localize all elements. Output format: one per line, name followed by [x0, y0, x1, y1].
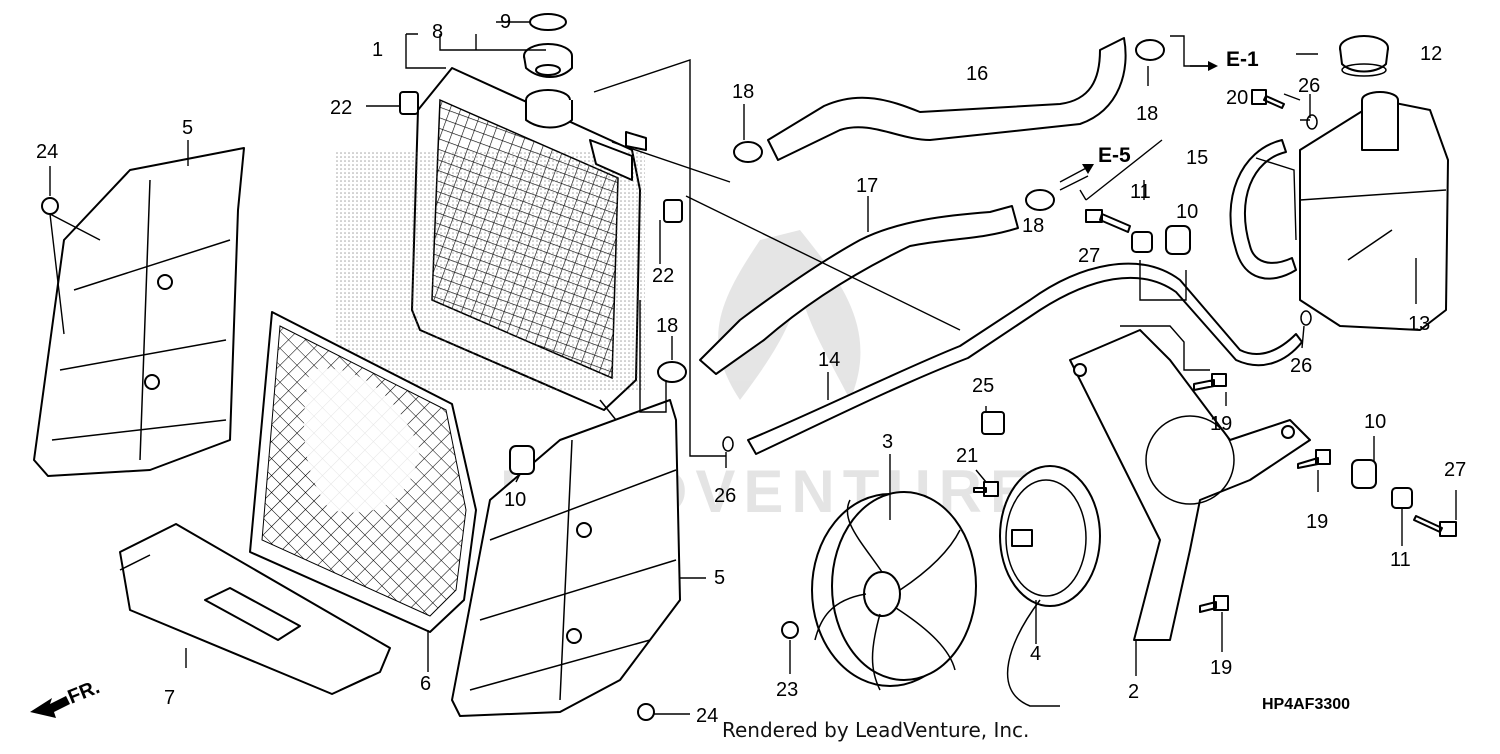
callout-10-c: 10	[1364, 411, 1386, 433]
callout-22-b: 22	[652, 265, 674, 287]
hose-clip-26-b[interactable]	[1306, 114, 1318, 130]
callout-26-c: 26	[1290, 355, 1312, 377]
collar-11-b[interactable]	[1391, 487, 1413, 509]
fan-bracket[interactable]	[1069, 329, 1311, 641]
reserve-tank[interactable]	[1299, 91, 1449, 331]
bolt-19-c[interactable]	[1199, 595, 1229, 613]
grommet-10-b[interactable]	[1165, 225, 1191, 255]
side-cover-right[interactable]	[451, 399, 681, 717]
nut-23[interactable]	[781, 621, 799, 639]
lower-hose[interactable]	[699, 205, 1019, 375]
callout-18-b: 18	[1136, 103, 1158, 125]
callout-8: 8	[432, 21, 443, 43]
clamp-18-a[interactable]	[733, 141, 763, 163]
bolt-20[interactable]	[1251, 89, 1285, 109]
callout-26-b: 26	[1298, 75, 1320, 97]
bolt-27-b[interactable]	[1413, 515, 1457, 537]
callout-18-d: 18	[656, 315, 678, 337]
side-cover-left[interactable]	[33, 147, 245, 477]
callout-4: 4	[1030, 643, 1041, 665]
reference-e5-label: E-5	[1098, 144, 1131, 167]
clip-22-a[interactable]	[399, 91, 419, 115]
callout-11-a: 11	[1130, 181, 1151, 203]
callout-18-c: 18	[1022, 215, 1044, 237]
reference-e1-label: E-1	[1226, 48, 1259, 71]
callout-23: 23	[776, 679, 798, 701]
front-arrow-icon: FR.	[30, 676, 103, 718]
radiator-assembly[interactable]	[335, 67, 647, 421]
callout-6: 6	[420, 673, 431, 695]
callout-20: 20	[1226, 87, 1248, 109]
reference-e5[interactable]: E-5	[1059, 144, 1131, 183]
callout-labels: 1 2 3 4 5 5 6 7 8 9 10 10 10 11 11 12 13…	[36, 11, 1466, 727]
radiator-cap[interactable]	[523, 43, 573, 78]
reserve-tank-cap[interactable]	[1339, 35, 1389, 77]
callout-15: 15	[1186, 147, 1208, 169]
callout-26-a: 26	[714, 485, 736, 507]
callout-14: 14	[818, 349, 840, 371]
hose-clip-26-c[interactable]	[1300, 310, 1312, 326]
collar-11-a[interactable]	[1131, 231, 1153, 253]
callout-5-left: 5	[182, 117, 193, 139]
callout-24-a: 24	[36, 141, 58, 163]
bolt-19-a[interactable]	[1193, 373, 1227, 391]
clamp-18-c[interactable]	[1025, 189, 1055, 211]
bolt-21[interactable]	[973, 481, 999, 497]
leader-lines	[49, 21, 1457, 715]
callout-27-a: 27	[1078, 245, 1100, 267]
callout-2: 2	[1128, 681, 1139, 703]
callout-27-b: 27	[1444, 459, 1466, 481]
callout-10-b: 10	[1176, 201, 1198, 223]
front-indicator: FR.	[26, 668, 146, 728]
callout-24-b: 24	[696, 705, 718, 727]
fan-motor[interactable]	[999, 465, 1101, 707]
callout-18-a: 18	[732, 81, 754, 103]
clamp-18-d[interactable]	[657, 361, 687, 383]
callout-25: 25	[972, 375, 994, 397]
upper-hose[interactable]	[767, 37, 1127, 161]
cap-seal[interactable]	[529, 13, 567, 31]
reference-e1[interactable]: E-1	[1190, 48, 1259, 71]
callout-22-a: 22	[330, 97, 352, 119]
clip-22-b[interactable]	[663, 199, 683, 223]
hose-clip-26-a[interactable]	[722, 436, 734, 452]
callout-3: 3	[882, 431, 893, 453]
clamp-18-b[interactable]	[1135, 39, 1165, 61]
callout-13: 13	[1408, 313, 1430, 335]
footer-credit: Rendered by LeadVenture, Inc.	[722, 718, 1030, 742]
callout-5-right: 5	[714, 567, 725, 589]
connector-25[interactable]	[981, 411, 1005, 435]
callout-17: 17	[856, 175, 878, 197]
callout-19-b: 19	[1306, 511, 1328, 533]
lower-guard-plate[interactable]	[119, 523, 391, 695]
callout-19-c: 19	[1210, 657, 1232, 679]
grommet-10-a[interactable]	[509, 445, 535, 475]
grommet-10-c[interactable]	[1351, 459, 1377, 489]
radiator-shroud[interactable]	[249, 311, 477, 633]
screw-24-a[interactable]	[41, 197, 59, 215]
cooling-fan[interactable]	[811, 491, 977, 691]
callout-1: 1	[372, 39, 383, 61]
overflow-hose[interactable]	[747, 262, 1303, 455]
callout-9: 9	[500, 11, 511, 33]
front-indicator-label: FR.	[65, 676, 103, 708]
callout-19-a: 19	[1210, 413, 1232, 435]
drawing-code: HP4AF3300	[1262, 696, 1351, 713]
screw-24-b[interactable]	[637, 703, 655, 721]
callout-10-a: 10	[504, 489, 526, 511]
breather-hose[interactable]	[1229, 139, 1297, 280]
bolt-19-b[interactable]	[1297, 449, 1331, 469]
callout-12: 12	[1420, 43, 1442, 65]
bolt-27-a[interactable]	[1085, 209, 1131, 233]
callout-11-b: 11	[1390, 549, 1411, 571]
callout-16: 16	[966, 63, 988, 85]
callout-7: 7	[164, 687, 175, 709]
callout-21: 21	[956, 445, 978, 467]
